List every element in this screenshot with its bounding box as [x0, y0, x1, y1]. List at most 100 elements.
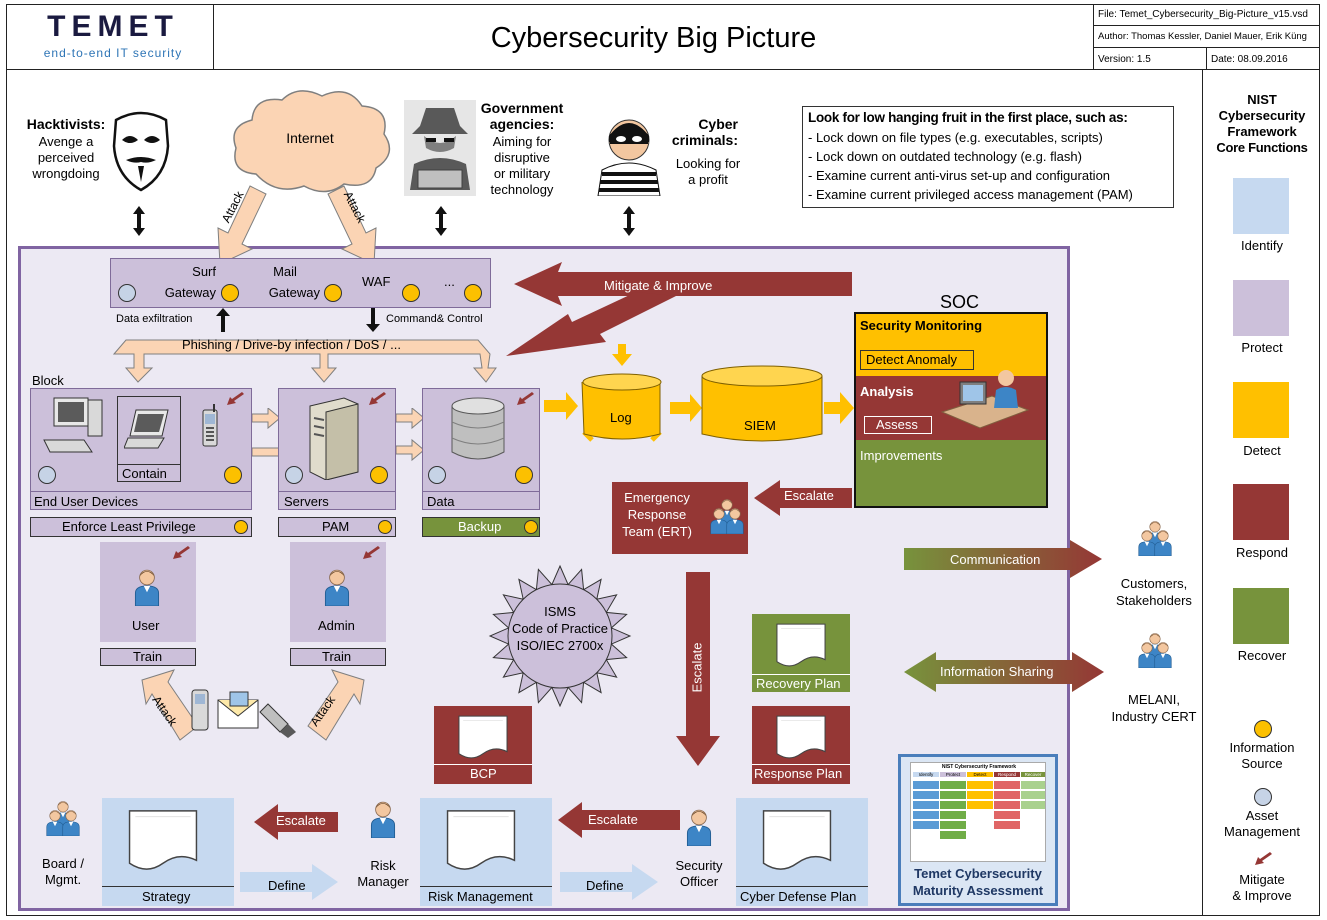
database-icon	[451, 397, 505, 460]
legend-info-source-dot	[1254, 720, 1272, 738]
assess-label: Assess	[876, 417, 918, 432]
phishing-label: Phishing / Drive-by infection / DoS / ..…	[182, 337, 401, 352]
contain-box	[117, 396, 181, 482]
mitigate-mark-data	[516, 392, 536, 406]
data-exfiltration-label: Data exfiltration	[116, 313, 193, 325]
legend-asset-mgmt-label-2: Management	[1224, 824, 1300, 839]
admin-label: Admin	[318, 618, 355, 633]
backup-info-dot	[524, 520, 538, 534]
customers-group-icon	[1132, 520, 1172, 556]
security-officer-label-1: Security	[675, 858, 723, 873]
surf-gateway-info-dot	[221, 284, 239, 302]
legend-respond-swatch	[1233, 484, 1289, 540]
analysis-label: Analysis	[860, 384, 914, 399]
maturity-mini-col-2: Protect	[940, 772, 966, 777]
logo: TEMET end-to-end IT security	[26, 10, 200, 64]
user-train-label: Train	[133, 649, 163, 664]
government-title-1: Government	[480, 100, 564, 116]
escalate-arrow-officer	[558, 802, 680, 838]
melani-group-icon	[1132, 632, 1172, 668]
ert-label-3: Team (ERT)	[622, 524, 692, 539]
hacktivists-desc-2: perceived	[37, 150, 95, 165]
legend-asset-mgmt-dot	[1254, 788, 1272, 806]
maturity-mini-chart: NIST Cybersecurity Framework Identify Pr…	[910, 762, 1046, 862]
mail-gateway-info-dot	[324, 284, 342, 302]
escalate-label-soc: Escalate	[784, 488, 834, 503]
cyber-defense-plan-label: Cyber Defense Plan	[740, 889, 857, 904]
criminals-desc-2: a profit	[688, 172, 728, 187]
legend-respond-label: Respond	[1235, 545, 1289, 560]
legend-recover-swatch	[1233, 588, 1289, 644]
escalate-label-risk: Escalate	[276, 813, 326, 828]
attack-arrows-users	[141, 669, 365, 741]
mail-gateway-label-2: Gateway	[268, 285, 320, 300]
response-plan-label-line	[752, 764, 850, 765]
mail-gateway-label-1: Mail	[273, 264, 297, 279]
pam-label: PAM	[322, 519, 350, 534]
data-label-line	[422, 491, 540, 492]
surf-gateway-label-1: Surf	[192, 264, 216, 279]
mitigate-mark-servers	[368, 392, 388, 406]
bcp-label: BCP	[470, 766, 497, 781]
strategy-label: Strategy	[142, 889, 191, 904]
phishing-band	[112, 339, 497, 383]
mobile-phone-icon	[202, 404, 218, 447]
servers-label: Servers	[284, 494, 329, 509]
header-frame	[6, 4, 1320, 70]
end-user-devices-label: End User Devices	[34, 494, 139, 509]
mitigate-improve-label: Mitigate & Improve	[604, 278, 713, 293]
enforce-info-dot	[234, 520, 248, 534]
server-data-arrows	[396, 408, 424, 462]
legend-mitigate-mark	[1254, 852, 1274, 866]
assess-box	[864, 416, 932, 434]
define-label-risk: Define	[586, 878, 624, 893]
data-asset-dot	[428, 466, 446, 484]
legend-mitigate-label-1: Mitigate	[1239, 872, 1285, 887]
criminals-desc-1: Looking for	[675, 156, 741, 171]
legend-asset-mgmt-label-1: Asset	[1245, 808, 1279, 823]
detect-anomaly-label: Detect Anomaly	[866, 352, 958, 367]
hacktivists-desc-1: Avenge a	[38, 134, 94, 149]
attack-vectors-icons	[191, 689, 296, 738]
backup-label: Backup	[458, 519, 502, 534]
block-label: Block	[32, 373, 64, 388]
gateways-more-label: ...	[444, 274, 455, 289]
admin-train-label: Train	[322, 649, 352, 664]
escalate-arrow-risk	[254, 804, 338, 840]
end-user-devices-label-line	[30, 491, 252, 492]
risk-management-label-line	[420, 886, 552, 887]
laptop-icon	[124, 409, 169, 449]
internet-cloud	[233, 90, 391, 193]
mitigate-mark-admin	[362, 546, 382, 560]
legend-title-1: NIST	[1247, 92, 1277, 107]
server-tower-icon	[309, 397, 359, 480]
legend-title-2: Cybersecurity	[1218, 108, 1306, 123]
spy-icon	[404, 100, 476, 196]
legend-detect-label: Detect	[1243, 443, 1281, 458]
servers-label-line	[278, 491, 396, 492]
isms-label-2: Code of Practice	[511, 621, 609, 636]
response-plan-label: Response Plan	[754, 766, 843, 781]
bcp-label-line	[434, 764, 532, 765]
recovery-plan-label-line	[752, 674, 850, 675]
bcp-document-icon	[454, 714, 512, 760]
admin-train-bar	[290, 648, 386, 666]
contain-label-line	[117, 464, 181, 465]
internet-label: Internet	[286, 130, 334, 146]
security-officer-label-2: Officer	[679, 874, 719, 889]
recovery-plan-document-icon	[772, 622, 830, 668]
tips-item-2: - Lock down on outdated technology (e.g.…	[808, 149, 1082, 164]
maturity-mini-col-5: Recover	[1021, 772, 1045, 777]
government-desc-4: technology	[490, 182, 554, 197]
maturity-mini-col-3: Detect	[967, 772, 993, 777]
board-label-2: Mgmt.	[44, 872, 82, 887]
more-info-dot	[464, 284, 482, 302]
tips-heading: Look for low hanging fruit in the first …	[808, 110, 1128, 125]
data-label: Data	[427, 494, 455, 509]
maturity-mini-title: NIST Cybersecurity Framework	[941, 764, 1017, 770]
date: Date: 08.09.2016	[1211, 53, 1288, 65]
servers-info-dot	[370, 466, 388, 484]
escalate-arrow-ert	[676, 572, 720, 766]
data-info-dot	[515, 466, 533, 484]
